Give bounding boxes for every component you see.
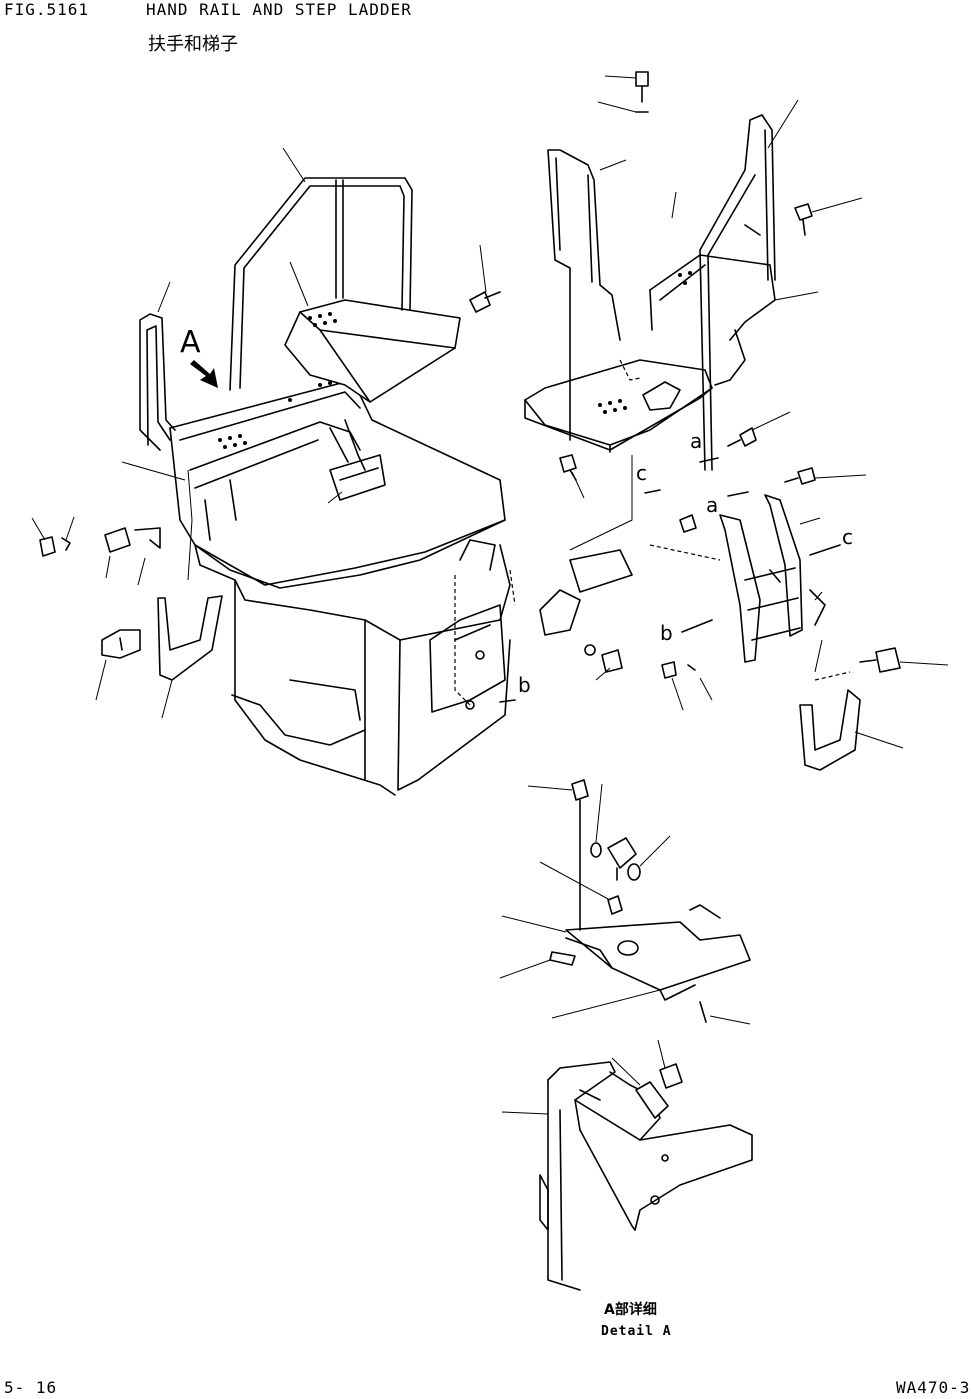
perforation-dots (218, 312, 337, 449)
handrail-left-large (230, 178, 412, 390)
callout-b-2: b (518, 673, 531, 697)
right-handrail-2 (700, 115, 775, 470)
right-platform (525, 255, 775, 452)
callout-c-1: c (636, 461, 647, 485)
page-number: 5- 16 (4, 1378, 58, 1397)
figure-title: HAND RAIL AND STEP LADDER (146, 0, 412, 19)
platform-bracket (540, 455, 632, 635)
detail-a-view (502, 1040, 752, 1290)
lower-right-bracket (800, 690, 860, 770)
model-number: WA470-3 (896, 1378, 971, 1397)
callout-c-2: c (842, 525, 853, 549)
figure-number: FIG.5161 (4, 0, 90, 19)
callout-a-1: a (690, 429, 702, 453)
handrail-left-small (140, 314, 175, 450)
right-bolts (470, 72, 900, 678)
view-arrow-a: A (180, 325, 218, 388)
callout-a-2: a (706, 493, 718, 517)
step-ladder (720, 495, 825, 662)
machine-body (170, 300, 510, 795)
detail-label-cn: A部详细 (604, 1302, 657, 1318)
callout-b-1: b (660, 621, 673, 645)
leader-lines (32, 76, 948, 748)
callout-arrows (500, 458, 840, 702)
detail-label-en: Detail A (601, 1324, 672, 1339)
view-arrow-label: A (180, 325, 201, 360)
detail-a-exploded (500, 780, 750, 1024)
left-side-parts (40, 470, 222, 680)
dashed-lines (455, 360, 850, 705)
right-handrail-1 (548, 150, 620, 440)
figure-title-cn: 扶手和梯子 (148, 34, 238, 55)
